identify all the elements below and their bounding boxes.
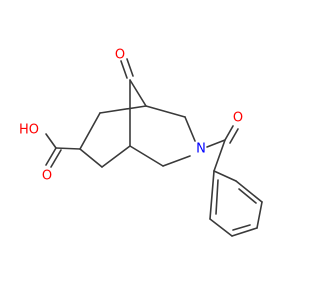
- bond-c9-c1: [129, 79, 147, 107]
- bond-ph-inner-1: [238, 188, 257, 204]
- bond-ph-6: [209, 170, 215, 220]
- bond-n3-camide: [206, 139, 226, 148]
- bond-c6-c5: [101, 145, 131, 168]
- bond-ketone-co-2: [126, 58, 134, 77]
- bond-c8-c7: [79, 112, 101, 150]
- bond-c7-c6: [79, 148, 103, 168]
- bond-amide-phenyl: [213, 139, 226, 172]
- bond-ph-inner-2: [232, 224, 251, 231]
- bond-ph-3: [256, 201, 263, 229]
- acid-hydroxyl-label: HO: [19, 123, 39, 138]
- bond-c1-c2: [145, 105, 186, 118]
- bond-c2-n3: [184, 116, 196, 142]
- bond-ph-5: [209, 218, 233, 237]
- atom-labels: O HO O N O: [19, 48, 243, 184]
- structure-canvas: O HO O N O: [19, 48, 263, 237]
- chemical-structure: O HO O N O: [19, 48, 263, 237]
- bond-amide-co-1: [224, 125, 234, 141]
- bond-ketone-co-1: [120, 60, 128, 79]
- bond-c4-c5: [129, 145, 164, 167]
- bond-lines: [45, 58, 263, 237]
- ring-nitrogen-label: N: [196, 142, 206, 157]
- bond-ph-inner-3: [215, 179, 219, 215]
- ketone-oxygen-label: O: [115, 48, 125, 63]
- bond-cooh-o-1: [45, 147, 57, 166]
- bond-ph-2: [235, 180, 263, 203]
- bond-n3-c4: [162, 155, 191, 167]
- bond-cooh-oh: [45, 133, 57, 149]
- bond-ph-4: [231, 227, 258, 237]
- acid-carbonyl-oxygen-label: O: [42, 169, 52, 184]
- bond-ph-1: [213, 170, 237, 182]
- bond-c1-c8: [99, 105, 147, 114]
- bond-c7-cooh: [55, 147, 81, 150]
- bond-cooh-o-2: [50, 149, 62, 168]
- bond-amide-co-2: [229, 128, 239, 144]
- amide-oxygen-label: O: [233, 111, 243, 126]
